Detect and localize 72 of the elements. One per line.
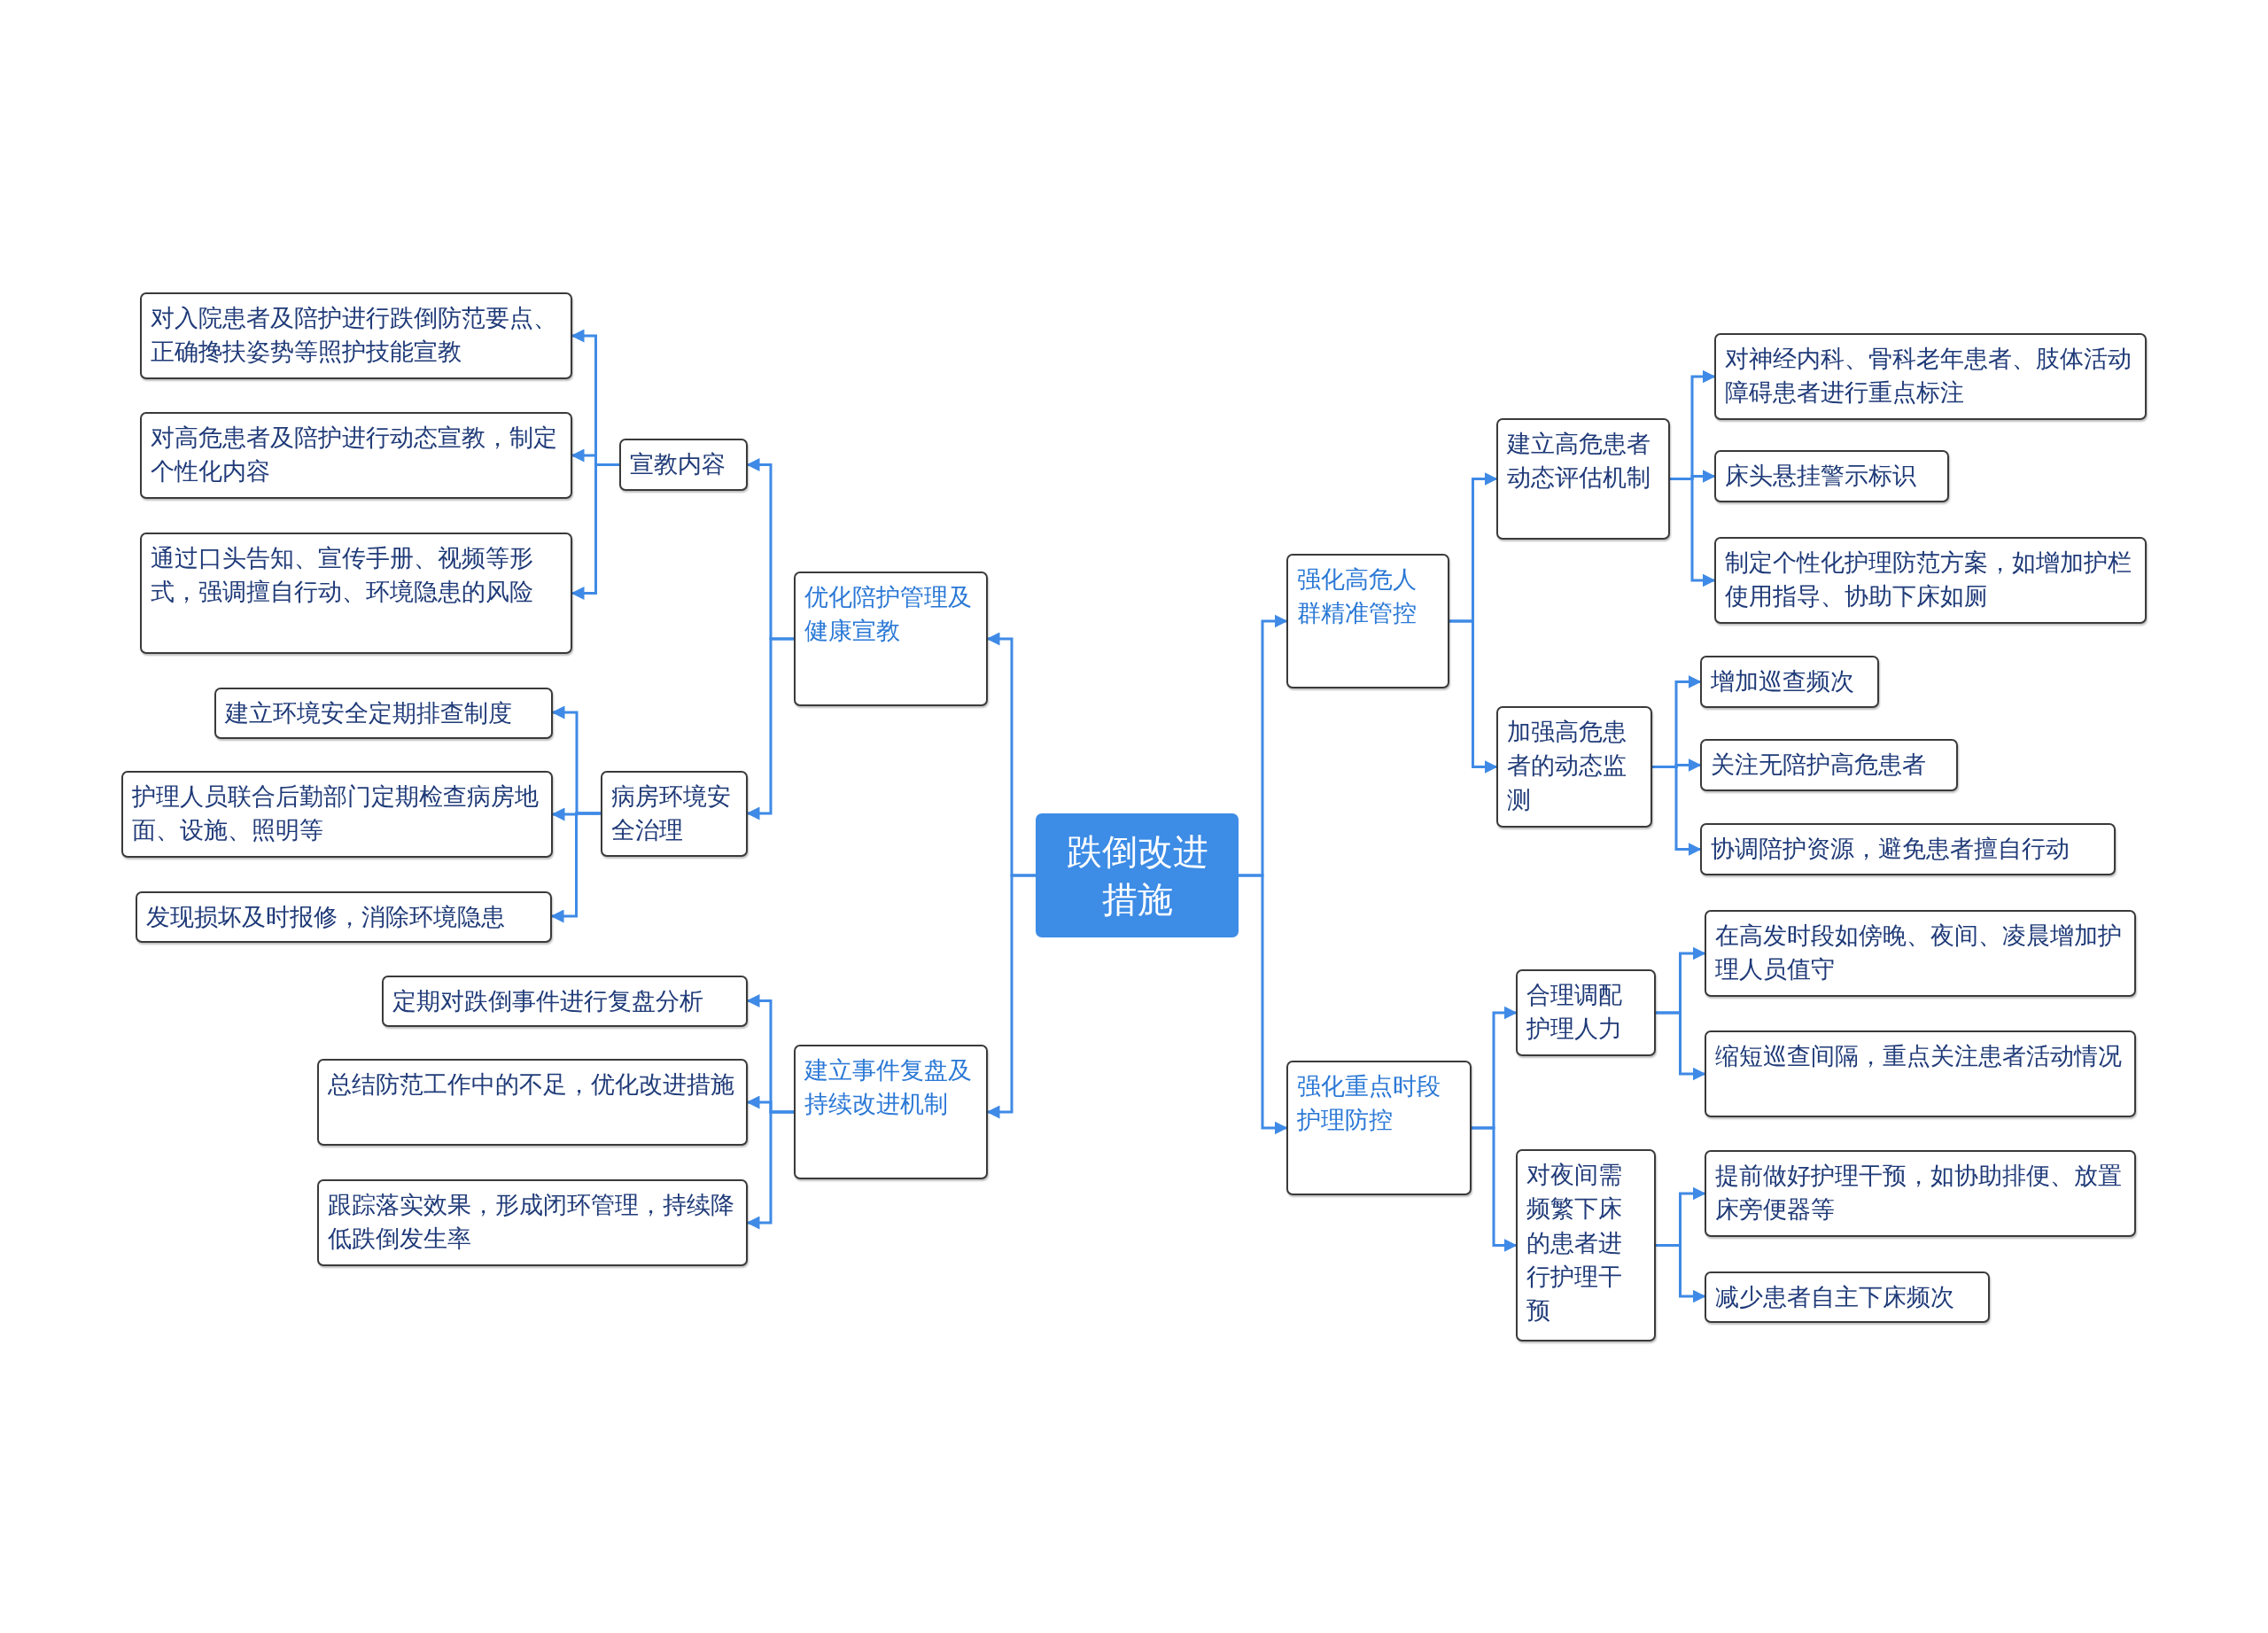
topic-text: 建立事件复盘及持续改进机制 (804, 1055, 973, 1120)
topic-box (136, 891, 552, 944)
connector-arrow (550, 812, 601, 923)
topic-box (601, 771, 748, 857)
topic-text: 制定个性化护理防范方案，如增加护栏使用指导、协助下床如厕 (1725, 548, 2132, 612)
topic-box (1516, 969, 1656, 1056)
connector-arrow (1656, 1011, 1706, 1081)
topic-box (214, 688, 553, 740)
connector-arrow (1652, 766, 1702, 856)
topic-text: 对神经内科、骨科老年患者、肢体活动障碍患者进行重点标注 (1725, 344, 2132, 408)
connector-arrow (746, 637, 794, 820)
topic-box (382, 976, 748, 1028)
topic-box (317, 1059, 748, 1146)
topic-text: 跟踪落实效果，形成闭环管理，持续降低跌倒发生率 (328, 1190, 735, 1255)
topic-box (1714, 450, 1949, 502)
topic-box (140, 412, 572, 499)
topic-box (1705, 910, 2136, 997)
topic-box (1700, 823, 2116, 875)
topic-text: 优化陪护管理及健康宣教 (804, 582, 973, 647)
topic-text: 协调陪护资源，避免患者擅自行动 (1711, 834, 2070, 864)
topic-text: 关注无陪护高危患者 (1711, 750, 1927, 780)
topic-box (1496, 418, 1670, 540)
topic-box (1496, 706, 1652, 828)
topic-text: 总结防范工作中的不足，优化改进措施 (328, 1069, 735, 1100)
topic-box (121, 771, 553, 858)
connector-arrow (986, 874, 1036, 1119)
topic-box (140, 292, 572, 379)
topic-text: 对夜间需频繁下床的患者进行护理干预 (1526, 1160, 1623, 1326)
topic-box (1700, 739, 1958, 791)
topic-text: 合理调配护理人力 (1526, 980, 1623, 1045)
topic-box (619, 439, 748, 491)
topic-text: 建立高危患者动态评估机制 (1507, 429, 1651, 494)
topic-box (1705, 1150, 2136, 1237)
topic-box (1714, 537, 2147, 624)
topic-text: 病房环境安全治理 (611, 782, 732, 846)
connector-arrow (1239, 874, 1288, 1135)
topic-text: 建立环境安全定期排查制度 (225, 698, 513, 728)
connector-arrow (1656, 1244, 1706, 1303)
topic-box (794, 572, 988, 706)
topic-text: 对入院患者及陪护进行跌倒防范要点、正确搀扶姿势等照护技能宣教 (151, 303, 558, 368)
connector-arrow (746, 1110, 794, 1230)
topic-text: 加强高危患者的动态监测 (1507, 717, 1627, 815)
topic-text: 在高发时段如傍晚、夜间、凌晨增加护理人员值守 (1715, 921, 2123, 985)
topic-text: 对高危患者及陪护进行动态宣教，制定个性化内容 (151, 423, 558, 487)
topic-text: 通过口头告知、宣传手册、视频等形式，强调擅自行动、环境隐患的风险 (151, 543, 534, 608)
connector-arrow (1670, 478, 1716, 587)
topic-box (1700, 656, 1879, 708)
topic-box (1714, 333, 2147, 420)
topic-text: 强化高危人群精准管控 (1297, 564, 1418, 629)
topic-text: 缩短巡查间隔，重点关注患者活动情况 (1715, 1041, 2123, 1071)
topic-box (1286, 554, 1449, 688)
topic-text: 定期对跌倒事件进行复盘分析 (392, 986, 704, 1016)
connector-arrow (1472, 1126, 1518, 1252)
topic-box (794, 1045, 988, 1179)
topic-box (1286, 1061, 1472, 1195)
connector-arrow (571, 463, 619, 600)
topic-box (1705, 1030, 2136, 1117)
topic-text: 发现损坏及时报修，消除环境隐患 (146, 902, 506, 932)
central-topic-box (1036, 813, 1239, 937)
topic-text: 宣教内容 (630, 449, 726, 479)
topic-box (317, 1179, 748, 1266)
topic-box (1705, 1271, 1990, 1324)
topic-text: 提前做好护理干预，如协助排便、放置床旁便器等 (1715, 1161, 2123, 1225)
topic-text: 床头悬挂警示标识 (1725, 461, 1917, 491)
topic-box (140, 533, 572, 654)
topic-text: 减少患者自主下床频次 (1715, 1282, 1955, 1312)
central-topic-text: 跌倒改进措施 (1066, 830, 1208, 921)
connector-arrow (1449, 619, 1498, 774)
topic-text: 增加巡查频次 (1711, 666, 1855, 696)
topic-text: 护理人员联合后勤部门定期检查病房地面、设施、照明等 (132, 782, 540, 846)
topic-box (1516, 1149, 1656, 1341)
topic-text: 强化重点时段护理防控 (1297, 1071, 1441, 1136)
